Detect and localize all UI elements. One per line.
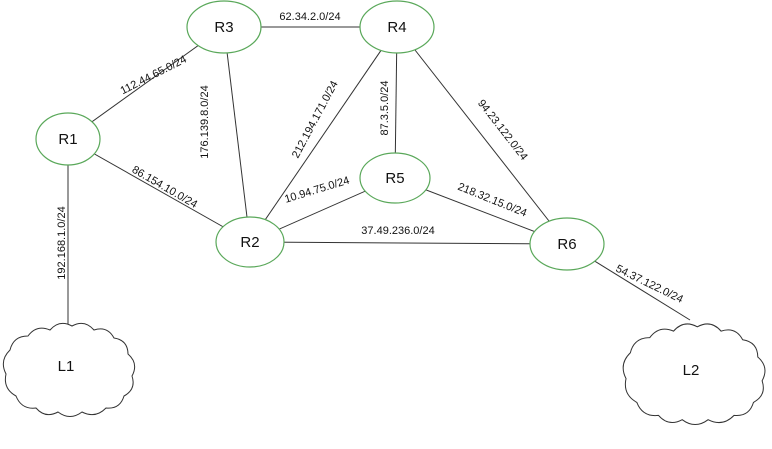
network-cloud-l1: L1	[2, 322, 136, 417]
router-shape	[35, 112, 101, 166]
router-r6: R6	[529, 217, 605, 271]
node-label: R4	[387, 19, 406, 36]
node-label: L2	[683, 362, 700, 379]
link-label-r1-l1: 192.168.1.0/24	[56, 206, 68, 279]
link-label-r4-r6: 94.23.122.0/24	[475, 98, 530, 163]
network-cloud-l2: L2	[622, 323, 766, 426]
router-shape	[359, 0, 435, 54]
router-shape	[186, 0, 262, 54]
link-label-r2-r6: 37.49.236.0/24	[361, 225, 434, 237]
router-r1: R1	[35, 112, 101, 166]
node-label: L1	[58, 358, 75, 375]
node-label: R5	[385, 170, 404, 187]
link-label-r3-r4: 62.34.2.0/24	[279, 11, 340, 23]
link-label-r3-r2: 176.139.8.0/24	[199, 85, 211, 158]
router-shape	[359, 152, 431, 204]
link-r1-r2	[67, 138, 251, 243]
node-label: R6	[557, 236, 576, 253]
link-label-r1-r2: 86.154.10.0/24	[130, 164, 200, 211]
router-r5: R5	[359, 152, 431, 204]
link-label-r4-r5: 87.3.5.0/24	[379, 80, 391, 135]
cloud-icon	[622, 323, 766, 426]
link-label-r5-r6: 218.32.15.0/24	[456, 181, 529, 220]
node-label: R1	[58, 131, 77, 148]
router-r3: R3	[186, 0, 262, 54]
link-r3-r2	[223, 26, 251, 243]
link-label-r6-l2: 54.37.122.0/24	[614, 263, 685, 306]
node-label: R2	[240, 234, 259, 251]
link-label-r1-r3: 112.44.65.0/24	[119, 54, 189, 98]
router-r4: R4	[359, 0, 435, 54]
router-shape	[529, 217, 605, 271]
link-r2-r6	[249, 241, 568, 245]
link-r4-r6	[396, 26, 568, 245]
node-label: R3	[214, 19, 233, 36]
link-r4-r2	[249, 26, 398, 243]
router-r2: R2	[215, 216, 285, 268]
router-shape	[215, 216, 285, 268]
cloud-icon	[2, 322, 136, 417]
